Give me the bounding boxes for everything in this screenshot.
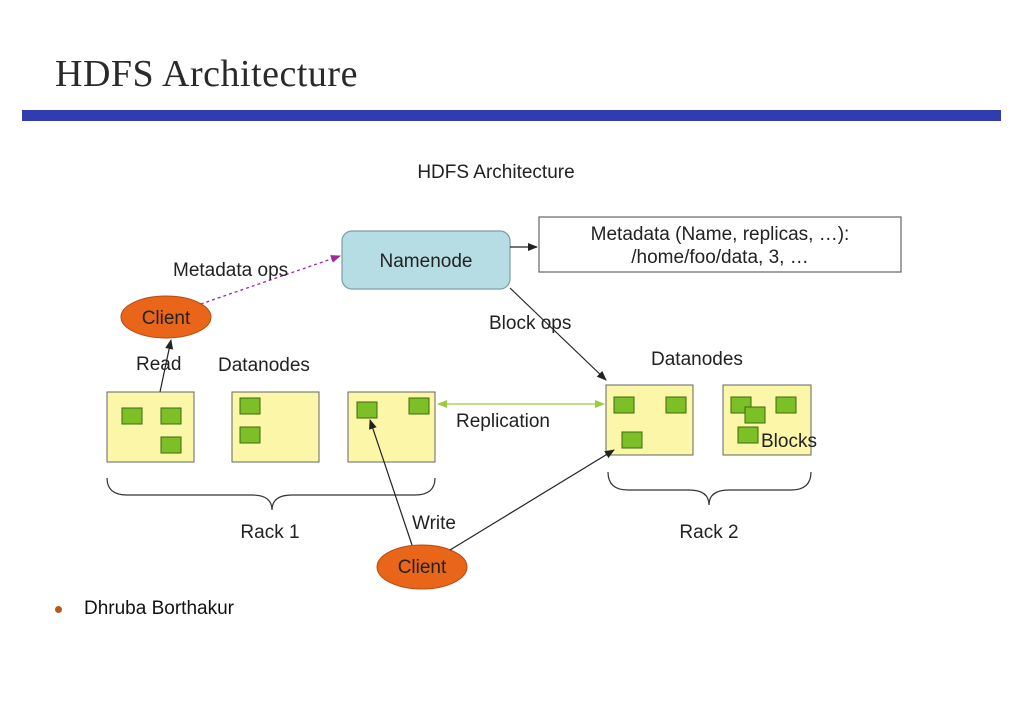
client-top-label: Client — [142, 308, 191, 329]
block — [239, 426, 261, 444]
rack2-datanode-2 — [722, 384, 812, 456]
block — [160, 436, 182, 454]
write-arrow-rack1 — [369, 419, 413, 546]
block-ops-arrow — [509, 287, 607, 381]
block — [121, 407, 143, 425]
read-arrow — [159, 339, 174, 393]
metadata-line1: Metadata (Name, replicas, …): — [591, 224, 850, 245]
bullet-text: Dhruba Borthakur — [84, 598, 234, 619]
rack1-datanode-1 — [106, 391, 195, 463]
rack1-datanode-2 — [231, 391, 320, 463]
rack1-brace — [106, 477, 436, 511]
blocks-label: Blocks — [761, 431, 817, 452]
metadata-ops-arrow — [194, 255, 341, 307]
block — [613, 396, 635, 414]
client-top — [120, 295, 212, 339]
block — [665, 396, 687, 414]
rack1-datanode-3 — [347, 391, 436, 463]
block — [775, 396, 797, 414]
bullet-icon — [55, 605, 62, 613]
client-bottom-label: Client — [398, 557, 447, 578]
bullet-item: Dhruba Borthakur — [55, 598, 234, 620]
namenode-box — [341, 230, 511, 290]
block — [239, 397, 261, 415]
read-label: Read — [136, 354, 181, 375]
block — [408, 397, 430, 415]
metadata-line2: /home/foo/data, 3, … — [631, 247, 808, 268]
rack2-datanode-1 — [605, 384, 694, 456]
block — [621, 431, 643, 449]
metadata-ops-label: Metadata ops — [173, 260, 288, 281]
block — [744, 406, 766, 424]
block — [160, 407, 182, 425]
client-bottom — [376, 544, 468, 590]
write-arrow-rack2 — [449, 449, 615, 551]
datanodes-right-label: Datanodes — [651, 349, 743, 370]
write-label: Write — [412, 513, 456, 534]
metadata-box — [538, 216, 902, 273]
replication-label: Replication — [456, 411, 550, 432]
block-ops-label: Block ops — [489, 313, 571, 334]
block — [737, 426, 759, 444]
title-rule — [22, 110, 1001, 121]
rack2-brace — [607, 471, 812, 506]
slide-title: HDFS Architecture — [55, 53, 358, 95]
namenode-label: Namenode — [380, 251, 473, 272]
rack1-label: Rack 1 — [240, 522, 299, 543]
rack2-label: Rack 2 — [679, 522, 738, 543]
diagram-title: HDFS Architecture — [417, 162, 574, 183]
block — [356, 401, 378, 419]
datanodes-left-label: Datanodes — [218, 355, 310, 376]
